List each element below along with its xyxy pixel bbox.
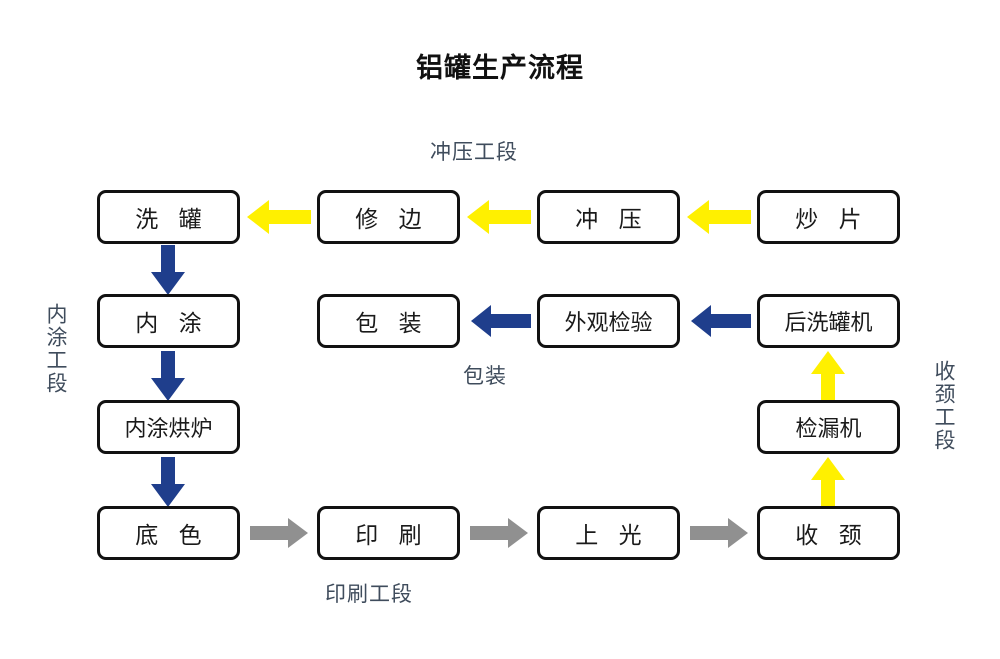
node-leak-tester[interactable]: 检漏机 (757, 400, 900, 454)
node-visual-inspect[interactable]: 外观检验 (537, 294, 680, 348)
node-wash-can[interactable]: 洗 罐 (97, 190, 240, 244)
node-necking[interactable]: 收 颈 (757, 506, 900, 560)
page-title: 铝罐生产流程 (416, 53, 584, 83)
stage-label-inner-coating: 内涂工段 (44, 303, 67, 395)
arrow-postwasher-to-inspect (691, 303, 751, 339)
arrow-stamping-press-to-trim (467, 197, 531, 237)
arrow-oven-to-base-color (148, 457, 188, 507)
arrow-wash-to-inner-coating (148, 245, 188, 295)
node-trim[interactable]: 修 边 (317, 190, 460, 244)
stage-label-printing: 印刷工段 (325, 583, 413, 606)
arrow-printing-to-varnishing (470, 516, 528, 550)
node-post-washer[interactable]: 后洗罐机 (757, 294, 900, 348)
node-packaging[interactable]: 包 装 (317, 294, 460, 348)
arrow-varnishing-to-necking (690, 516, 748, 550)
arrow-necking-to-leak-tester (808, 457, 848, 507)
node-stamping[interactable]: 冲 压 (537, 190, 680, 244)
node-base-color[interactable]: 底 色 (97, 506, 240, 560)
arrow-leak-tester-to-postwasher (808, 351, 848, 401)
arrow-inspect-to-packaging (471, 303, 531, 339)
node-inner-coating[interactable]: 内 涂 (97, 294, 240, 348)
stage-label-necking: 收颈工段 (932, 360, 955, 452)
arrow-blank-to-press (687, 197, 751, 237)
node-blank-cut[interactable]: 炒 片 (757, 190, 900, 244)
stage-label-stamping: 冲压工段 (430, 141, 518, 164)
node-varnishing[interactable]: 上 光 (537, 506, 680, 560)
stage-label-packaging: 包装 (463, 365, 507, 388)
arrow-stamping-trim-to-wash (247, 197, 311, 237)
arrow-inner-coating-to-oven (148, 351, 188, 401)
node-printing[interactable]: 印 刷 (317, 506, 460, 560)
node-coating-oven[interactable]: 内涂烘炉 (97, 400, 240, 454)
arrow-base-color-to-printing (250, 516, 308, 550)
